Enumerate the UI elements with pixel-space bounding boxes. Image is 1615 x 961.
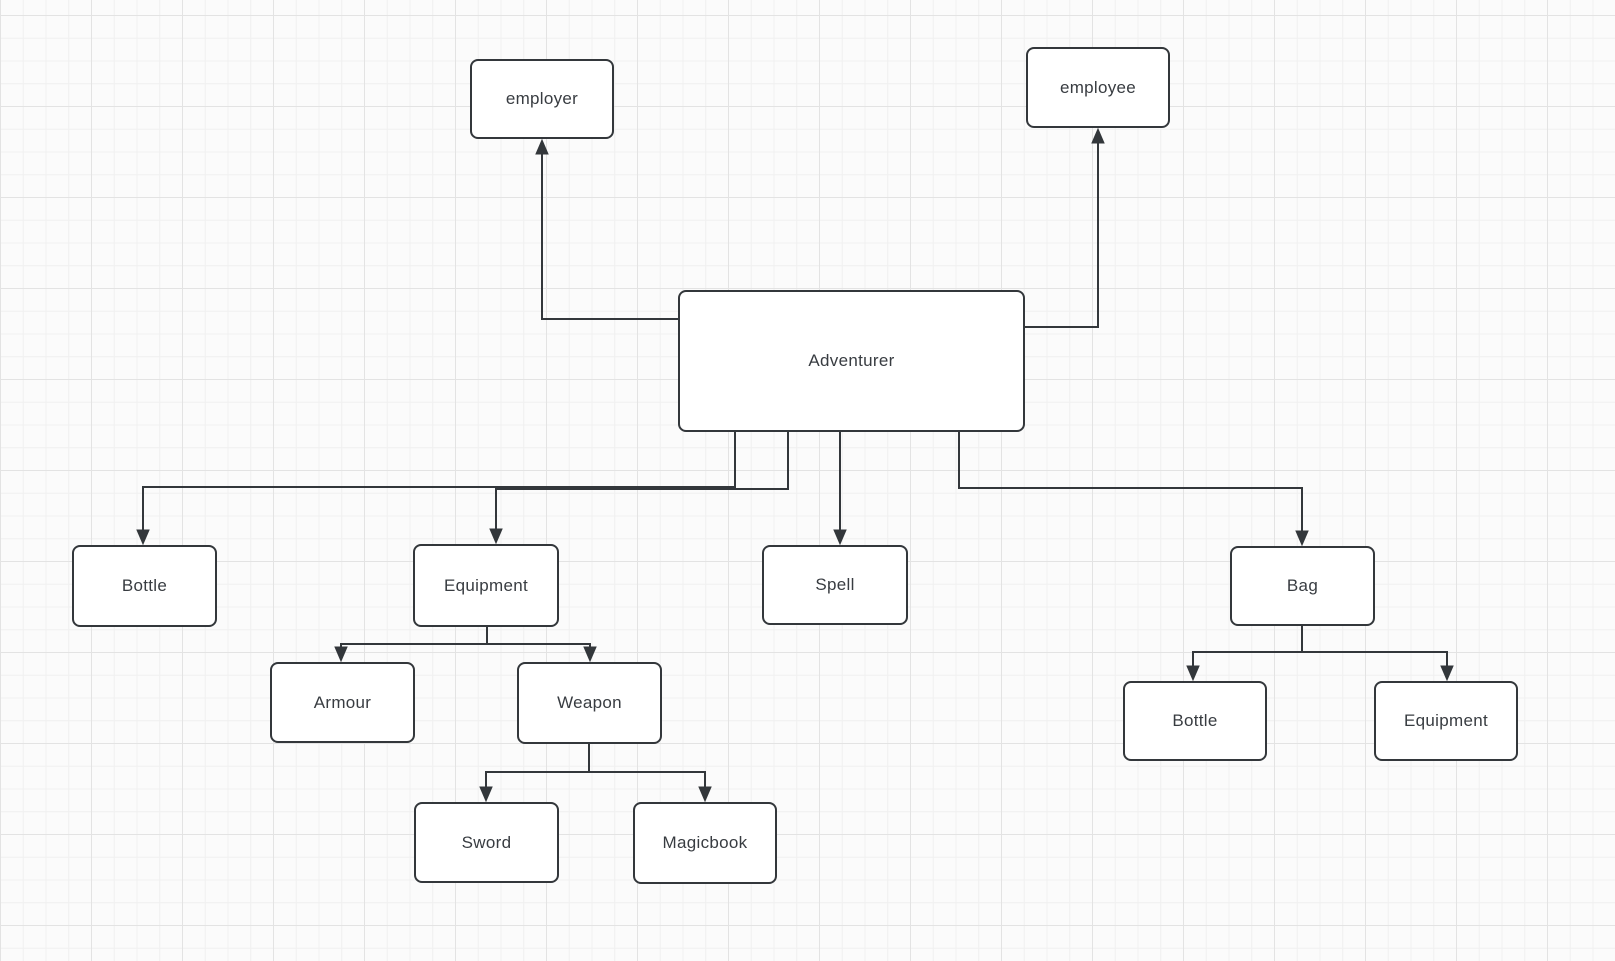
edge-adventurer-to-employee[interactable]	[1025, 130, 1098, 328]
node-bag-equipment[interactable]: Equipment	[1374, 681, 1518, 761]
node-spell[interactable]: Spell	[762, 545, 908, 625]
edge-weapon-to-magicbook[interactable]	[588, 744, 705, 800]
node-employer[interactable]: employer	[470, 59, 614, 139]
node-label-adventurer: Adventurer	[808, 351, 895, 370]
node-magicbook[interactable]: Magicbook	[633, 802, 777, 884]
node-label-armour: Armour	[313, 692, 372, 712]
edge-weapon-to-sword[interactable]	[486, 744, 590, 800]
edge-equipment-to-armour[interactable]	[341, 627, 488, 660]
node-bag-bottle[interactable]: Bottle	[1123, 681, 1267, 761]
node-bottle[interactable]: Bottle	[72, 545, 217, 627]
edge-bag-to-bottle[interactable]	[1193, 626, 1303, 679]
node-label-bag-equipment: Equipment	[1404, 711, 1488, 730]
edge-adventurer-to-equipment[interactable]	[496, 432, 789, 542]
node-label-sword: Sword	[461, 832, 512, 852]
node-label-spell: Spell	[815, 575, 855, 594]
edge-adventurer-to-bag[interactable]	[958, 432, 1302, 544]
node-label-bottle: Bottle	[121, 576, 168, 595]
edge-bag-to-equipment[interactable]	[1301, 626, 1447, 679]
node-label-employer: employer	[505, 89, 579, 108]
node-label-bag: Bag	[1286, 576, 1319, 595]
node-label-equipment: Equipment	[444, 575, 528, 595]
node-label-bag-bottle: Bottle	[1172, 711, 1218, 730]
edge-adventurer-to-bottle[interactable]	[143, 432, 736, 543]
node-weapon[interactable]: Weapon	[517, 662, 662, 744]
node-sword[interactable]: Sword	[414, 802, 559, 883]
edge-adventurer-to-employer[interactable]	[542, 141, 678, 320]
node-equipment[interactable]: Equipment	[413, 544, 559, 627]
node-adventurer[interactable]: Adventurer	[678, 290, 1025, 432]
node-label-employee: employee	[1059, 77, 1137, 97]
edge-equipment-to-weapon[interactable]	[486, 627, 590, 660]
node-label-weapon: Weapon	[557, 693, 622, 712]
node-armour[interactable]: Armour	[270, 662, 415, 743]
node-bag[interactable]: Bag	[1230, 546, 1375, 626]
node-employee[interactable]: employee	[1026, 47, 1170, 128]
node-label-magicbook: Magicbook	[662, 833, 748, 852]
